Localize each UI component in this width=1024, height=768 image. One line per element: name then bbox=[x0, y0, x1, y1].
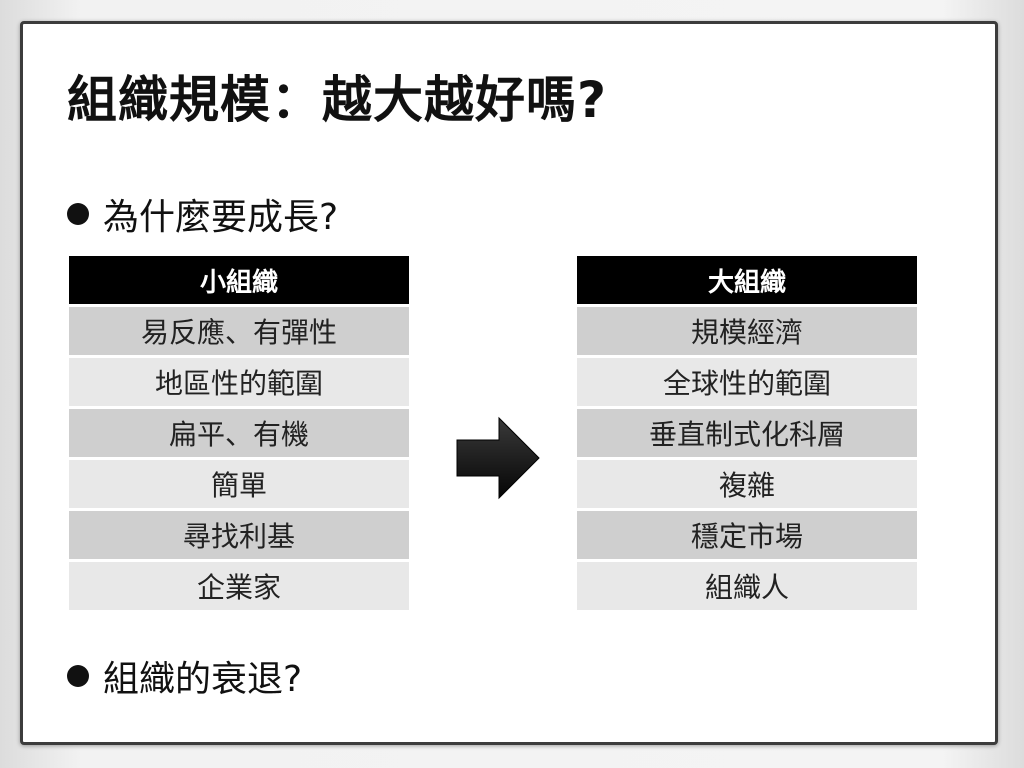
table-row: 地區性的範圍 bbox=[69, 358, 409, 406]
bullet-dot-icon bbox=[67, 203, 89, 225]
bullet-decline: 組織的衰退? bbox=[67, 650, 302, 702]
slide: 組織規模：越大越好嗎? 為什麼要成長? 小組織 易反應、有彈性 地區性的範圍 扁… bbox=[20, 21, 998, 745]
bullet-dot-icon bbox=[67, 665, 89, 687]
small-org-table: 小組織 易反應、有彈性 地區性的範圍 扁平、有機 簡單 尋找利基 企業家 bbox=[69, 256, 409, 613]
table-row: 扁平、有機 bbox=[69, 409, 409, 457]
table-row: 組織人 bbox=[577, 562, 917, 610]
table-row: 尋找利基 bbox=[69, 511, 409, 559]
slide-title: 組織規模：越大越好嗎? bbox=[67, 71, 608, 129]
table-row: 穩定市場 bbox=[577, 511, 917, 559]
table-row: 企業家 bbox=[69, 562, 409, 610]
table-row: 全球性的範圍 bbox=[577, 358, 917, 406]
table-row: 易反應、有彈性 bbox=[69, 307, 409, 355]
table-row: 規模經濟 bbox=[577, 307, 917, 355]
table-row: 複雜 bbox=[577, 460, 917, 508]
table-header: 小組織 bbox=[69, 256, 409, 304]
bullet-text: 組織的衰退? bbox=[103, 659, 303, 700]
bullet-text: 為什麼要成長? bbox=[103, 197, 339, 238]
bullet-why-grow: 為什麼要成長? bbox=[67, 188, 338, 240]
large-org-table: 大組織 規模經濟 全球性的範圍 垂直制式化科層 複雜 穩定市場 組織人 bbox=[577, 256, 917, 613]
right-arrow-icon bbox=[456, 416, 540, 500]
table-row: 簡單 bbox=[69, 460, 409, 508]
table-header: 大組織 bbox=[577, 256, 917, 304]
table-row: 垂直制式化科層 bbox=[577, 409, 917, 457]
